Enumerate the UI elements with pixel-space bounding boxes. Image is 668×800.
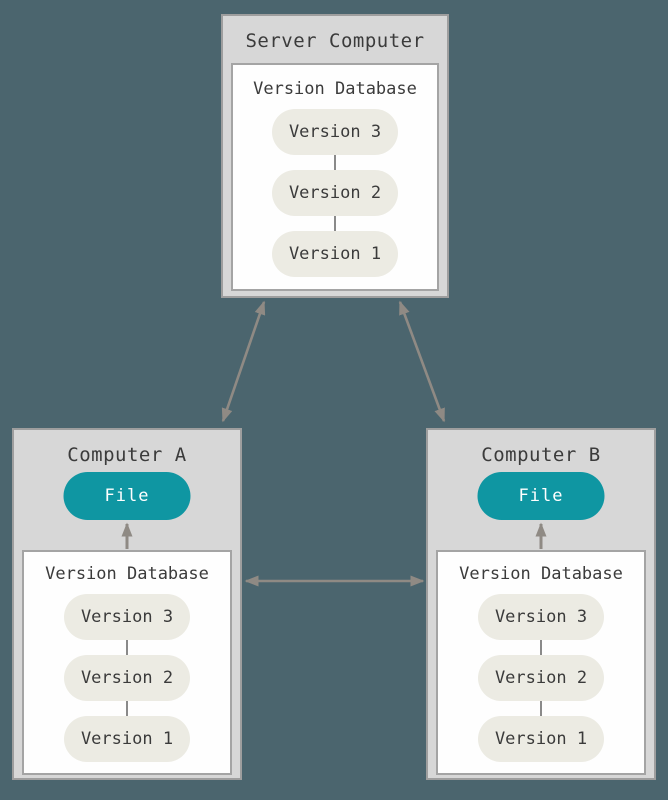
version-pill: Version 3 — [272, 109, 398, 155]
computer-a-version-database-box: Version Database Version 3 Version 2 Ver… — [22, 550, 232, 775]
version-link-line — [334, 216, 336, 231]
version-database-label: Version Database — [253, 79, 417, 99]
version-link-line — [334, 155, 336, 170]
version-pill: Version 1 — [478, 716, 604, 762]
server-computer-title: Server Computer — [245, 30, 425, 52]
version-pill: Version 1 — [64, 716, 190, 762]
computer-a-file-pill: File — [63, 472, 191, 520]
version-pill: Version 3 — [64, 594, 190, 640]
sync-arrow-server-computer-a-icon — [221, 300, 266, 423]
computer-a-box: Computer A File Version Database Version… — [12, 428, 242, 780]
sync-arrow-server-computer-b-icon — [398, 300, 446, 423]
version-database-label: Version Database — [45, 564, 209, 584]
version-link-line — [540, 640, 542, 655]
version-pill: Version 2 — [478, 655, 604, 701]
version-database-label: Version Database — [459, 564, 623, 584]
version-link-line — [126, 701, 128, 716]
version-pill: Version 2 — [272, 170, 398, 216]
computer-b-title: Computer B — [481, 444, 601, 466]
version-pill: Version 3 — [478, 594, 604, 640]
version-pill: Version 2 — [64, 655, 190, 701]
version-link-line — [540, 701, 542, 716]
computer-b-box: Computer B File Version Database Version… — [426, 428, 656, 780]
server-computer-box: Server Computer Version Database Version… — [221, 14, 449, 298]
computer-b-file-pill: File — [477, 472, 605, 520]
version-link-line — [126, 640, 128, 655]
computer-b-version-database-box: Version Database Version 3 Version 2 Ver… — [436, 550, 646, 775]
server-version-database-box: Version Database Version 3 Version 2 Ver… — [231, 63, 439, 291]
computer-a-title: Computer A — [67, 444, 187, 466]
version-pill: Version 1 — [272, 231, 398, 277]
